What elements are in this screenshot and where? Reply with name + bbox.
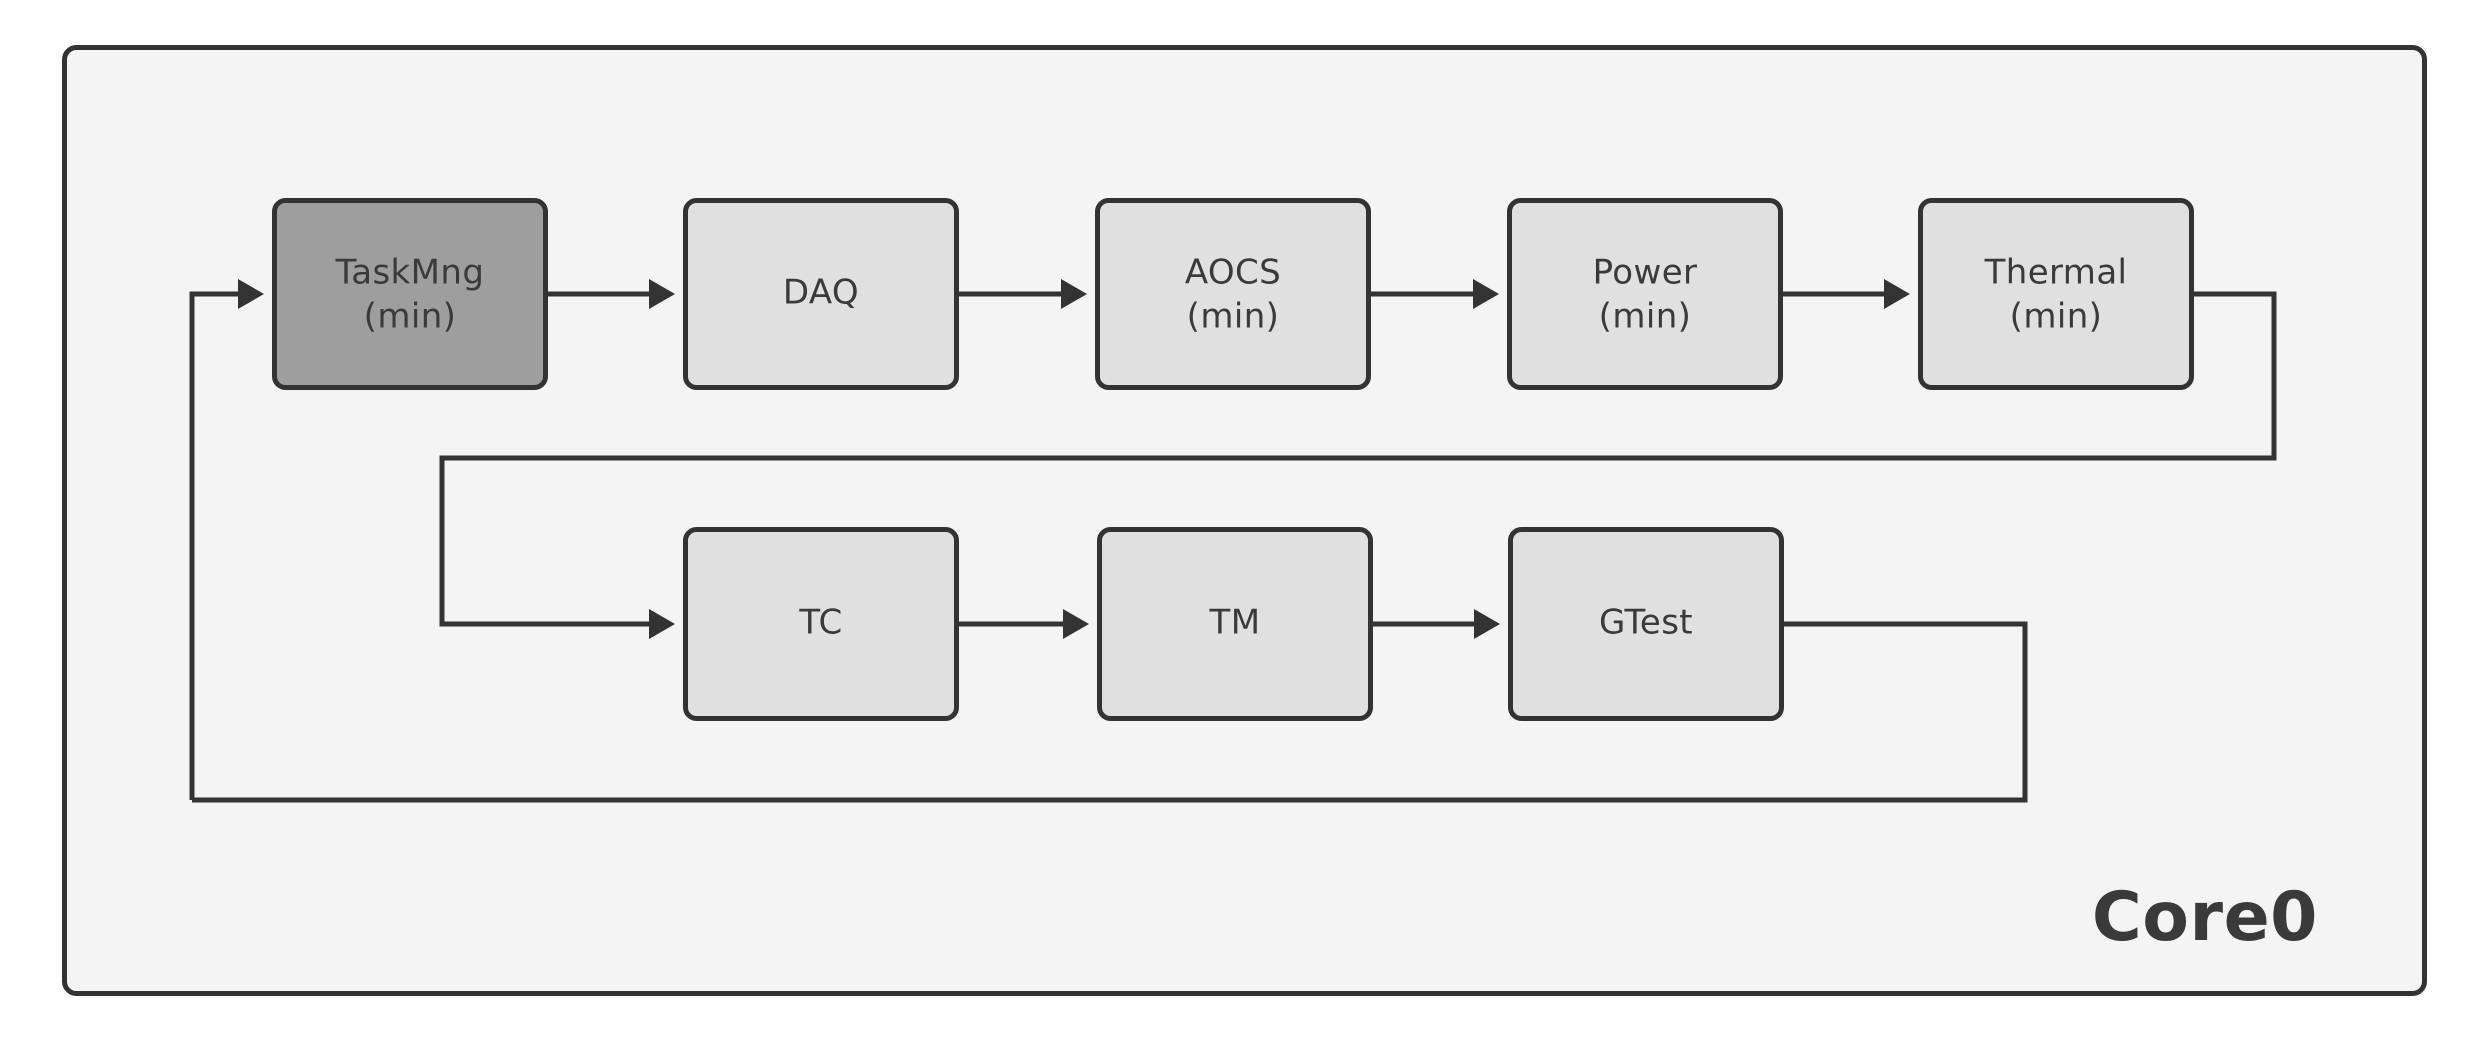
node-gtest-label-primary: GTest xyxy=(1599,603,1693,643)
edge-power-thermal xyxy=(1783,279,1910,309)
node-taskmng[interactable]: TaskMng(min) xyxy=(272,198,548,390)
edge-loop-to-taskmng xyxy=(189,279,264,800)
node-taskmng-box[interactable] xyxy=(272,198,548,390)
edge-taskmng-daq xyxy=(548,279,675,309)
edge-loop-to-taskmng-line xyxy=(189,291,240,800)
core-label: Core0 xyxy=(2092,878,2318,957)
edge-thermal-tc-arrowhead xyxy=(649,609,675,639)
edge-loop-to-taskmng-arrowhead xyxy=(238,279,264,309)
node-thermal[interactable]: Thermal(min) xyxy=(1918,198,2194,390)
node-daq-box[interactable] xyxy=(683,198,959,390)
edge-aocs-power-arrowhead xyxy=(1473,279,1499,309)
node-tm-label-primary: TM xyxy=(1209,603,1261,643)
edge-tc-tm-arrowhead xyxy=(1063,609,1089,639)
core-container-boundary xyxy=(62,45,2427,996)
edge-daq-aocs xyxy=(959,279,1087,309)
node-tc[interactable]: TC xyxy=(683,527,959,721)
edge-taskmng-daq-arrowhead xyxy=(649,279,675,309)
edge-thermal-tc-line xyxy=(439,291,2277,627)
node-tm-box[interactable] xyxy=(1097,527,1373,721)
node-thermal-label-period: (min) xyxy=(2010,297,2103,337)
edge-tm-gtest-arrowhead xyxy=(1474,609,1500,639)
edge-tc-tm xyxy=(959,609,1089,639)
node-aocs-label-period: (min) xyxy=(1187,297,1280,337)
node-thermal-box[interactable] xyxy=(1918,198,2194,390)
node-power-label-primary: Power xyxy=(1593,253,1698,293)
node-daq[interactable]: DAQ xyxy=(683,198,959,390)
node-daq-label-primary: DAQ xyxy=(783,273,859,313)
edge-aocs-power xyxy=(1371,279,1499,309)
node-gtest[interactable]: GTest xyxy=(1508,527,1784,721)
node-taskmng-label-primary: TaskMng xyxy=(335,253,485,293)
edge-gtest-loop-line xyxy=(192,621,2028,803)
node-aocs-box[interactable] xyxy=(1095,198,1371,390)
node-aocs-label-primary: AOCS xyxy=(1185,253,1281,293)
node-power-box[interactable] xyxy=(1507,198,1783,390)
node-gtest-box[interactable] xyxy=(1508,527,1784,721)
node-tc-label-primary: TC xyxy=(798,603,842,643)
edge-thermal-tc xyxy=(439,291,2277,639)
edge-power-thermal-arrowhead xyxy=(1884,279,1910,309)
edge-tm-gtest xyxy=(1373,609,1500,639)
node-taskmng-label-period: (min) xyxy=(364,297,457,337)
node-tm[interactable]: TM xyxy=(1097,527,1373,721)
edge-daq-aocs-arrowhead xyxy=(1061,279,1087,309)
node-aocs[interactable]: AOCS(min) xyxy=(1095,198,1371,390)
edges-layer xyxy=(189,279,2277,803)
edge-gtest-loop xyxy=(192,621,2028,803)
node-power-label-period: (min) xyxy=(1599,297,1692,337)
node-tc-box[interactable] xyxy=(683,527,959,721)
node-power[interactable]: Power(min) xyxy=(1507,198,1783,390)
node-thermal-label-primary: Thermal xyxy=(1984,253,2128,293)
